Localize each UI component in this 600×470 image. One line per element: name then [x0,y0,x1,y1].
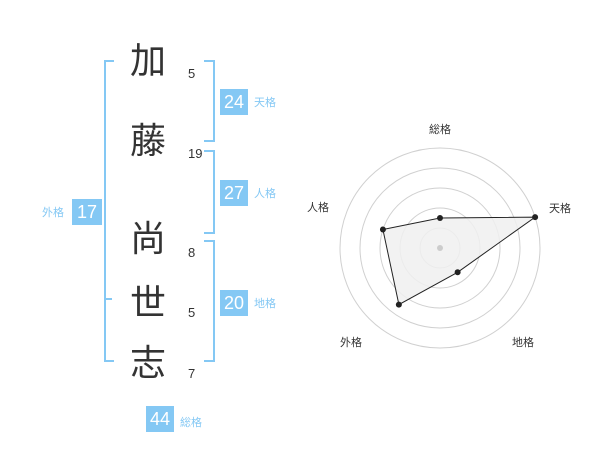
gaikaku-bracket [104,60,114,362]
radar-ring-3 [379,187,501,309]
radar-label-chikaku: 地格 [512,336,534,349]
chikaku-label: 地格 [254,297,276,310]
radar-label-gaikaku: 外格 [340,336,362,349]
stroke-count-4: 5 [188,305,196,320]
jinkaku-value: 27 [220,180,248,206]
radar-ring-5 [339,147,541,349]
radar-point-1 [437,215,443,221]
tenkaku-label: 天格 [254,96,276,109]
radar-polygon [382,216,537,306]
radar-ring-4 [359,167,521,329]
name-char-5: 志 [130,343,167,384]
stroke-count-3: 8 [188,245,196,260]
radar-label-tenkaku: 天格 [549,202,571,215]
name-char-4: 世 [130,283,167,324]
chikaku-bracket [204,240,215,362]
tenkaku-value: 24 [220,89,248,115]
radar-point-3 [454,269,461,276]
gaikaku-value: 17 [72,199,102,225]
tenkaku-bracket [204,60,215,142]
name-char-3: 尚 [130,219,167,260]
radar-rings [339,147,541,349]
radar-label-jinkaku: 人格 [307,201,329,214]
stroke-count-2: 19 [188,146,203,161]
soukaku-value: 44 [146,406,174,432]
radar-point-2 [532,214,539,221]
jinkaku-label: 人格 [254,187,276,200]
stroke-count-5: 7 [188,366,196,381]
soukaku-label: 総格 [180,416,202,429]
radar-center-dot [437,245,443,251]
radar-point-4 [395,301,402,308]
radar-label-soukaku: 総格 [429,123,451,136]
gaikaku-bracket-divider [106,298,112,300]
chikaku-value: 20 [220,290,248,316]
radar-chart [339,147,541,349]
radar-points [379,214,539,308]
stroke-count-1: 5 [188,66,196,81]
jinkaku-bracket [204,150,215,234]
name-char-1: 加 [130,41,167,82]
gaikaku-label: 外格 [42,206,64,219]
name-char-2: 藤 [130,121,167,162]
radar-point-5 [379,226,386,233]
